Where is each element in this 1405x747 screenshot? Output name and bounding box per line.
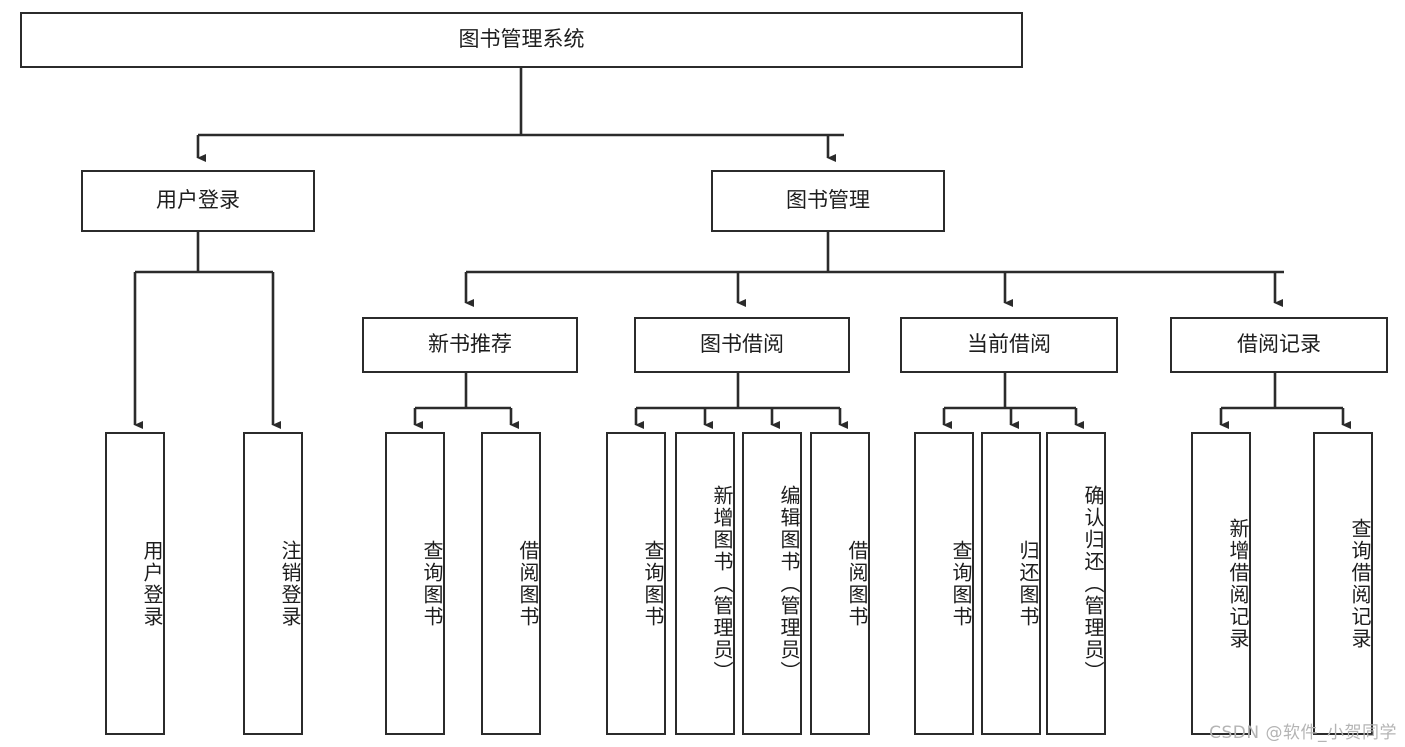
- node-label: 编辑图书（管理员）: [777, 484, 801, 683]
- node-current-borrow[interactable]: 当前借阅: [900, 317, 1118, 373]
- node-label: 图书借阅: [700, 332, 784, 357]
- node-label: 图书管理系统: [458, 27, 585, 52]
- node-label: 查询图书: [641, 539, 665, 628]
- node-label: 查询图书: [420, 539, 444, 628]
- node-label: 新增图书（管理员）: [710, 484, 734, 683]
- node-leaf-query-borrow-record[interactable]: 查询借阅记录: [1313, 432, 1373, 735]
- node-label: 新增借阅记录: [1226, 517, 1250, 650]
- node-label: 确认归还（管理员）: [1081, 484, 1105, 683]
- node-book-management[interactable]: 图书管理: [711, 170, 945, 232]
- node-label: 借阅记录: [1237, 332, 1321, 357]
- node-label: 当前借阅: [967, 332, 1051, 357]
- node-label: 归还图书: [1016, 539, 1040, 628]
- node-leaf-query-book-current[interactable]: 查询图书: [914, 432, 974, 735]
- node-label: 图书管理: [786, 188, 870, 213]
- node-leaf-borrow-book-recommend[interactable]: 借阅图书: [481, 432, 541, 735]
- watermark-text: CSDN @软件_小贺同学: [1209, 723, 1397, 743]
- node-root-book-management-system[interactable]: 图书管理系统: [20, 12, 1023, 68]
- node-leaf-query-book-recommend[interactable]: 查询图书: [385, 432, 445, 735]
- node-leaf-query-book-borrow[interactable]: 查询图书: [606, 432, 666, 735]
- node-leaf-edit-book-admin[interactable]: 编辑图书（管理员）: [742, 432, 802, 735]
- node-label: 查询图书: [949, 539, 973, 628]
- node-user-login[interactable]: 用户登录: [81, 170, 315, 232]
- node-leaf-confirm-return-admin[interactable]: 确认归还（管理员）: [1046, 432, 1106, 735]
- node-label: 查询借阅记录: [1348, 517, 1372, 650]
- node-leaf-add-book-admin[interactable]: 新增图书（管理员）: [675, 432, 735, 735]
- node-book-borrow[interactable]: 图书借阅: [634, 317, 850, 373]
- node-label: 注销登录: [278, 539, 302, 628]
- node-leaf-add-borrow-record[interactable]: 新增借阅记录: [1191, 432, 1251, 735]
- node-label: 用户登录: [156, 188, 240, 213]
- node-label: 用户登录: [140, 539, 164, 628]
- node-label: 新书推荐: [428, 332, 512, 357]
- node-leaf-borrow-book-borrow[interactable]: 借阅图书: [810, 432, 870, 735]
- node-leaf-logout-login[interactable]: 注销登录: [243, 432, 303, 735]
- node-label: 借阅图书: [845, 539, 869, 628]
- node-leaf-return-book[interactable]: 归还图书: [981, 432, 1041, 735]
- node-label: 借阅图书: [516, 539, 540, 628]
- node-borrow-record[interactable]: 借阅记录: [1170, 317, 1388, 373]
- node-new-book-recommend[interactable]: 新书推荐: [362, 317, 578, 373]
- node-leaf-user-login[interactable]: 用户登录: [105, 432, 165, 735]
